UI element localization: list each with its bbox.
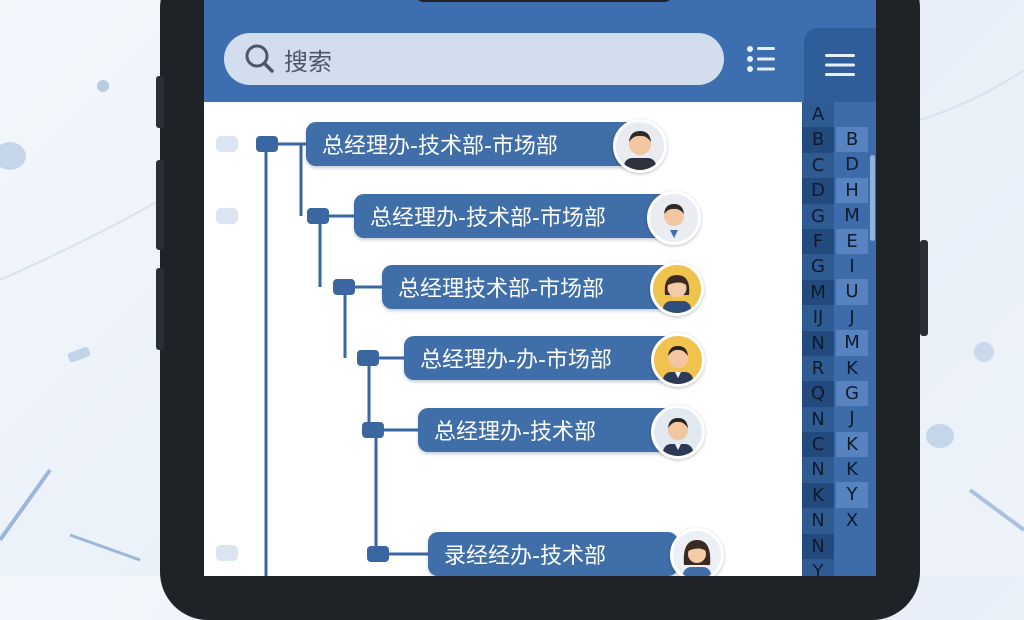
male-dark-hair-avatar: [613, 119, 667, 173]
index-letter[interactable]: IJ: [812, 307, 824, 329]
phone-power-button: [920, 240, 928, 336]
index-letter[interactable]: N: [802, 533, 834, 560]
index-letter[interactable]: Q: [802, 381, 834, 407]
node-label: 录经经办-技术部: [444, 544, 606, 569]
node-label: 总经理办-办-市场部: [420, 348, 612, 373]
node-label: 总经理技术部-市场部: [398, 277, 604, 302]
search-icon: [245, 44, 274, 73]
female-long-hair-avatar: [670, 528, 724, 576]
index-letter[interactable]: C: [802, 432, 834, 458]
tree-node[interactable]: 总经理办-技术部-市场部: [354, 194, 670, 238]
phone-side-button: [156, 76, 164, 128]
index-letter[interactable]: U: [836, 279, 868, 305]
tree-connectors: [256, 136, 430, 576]
index-letter[interactable]: N: [811, 510, 825, 532]
phone-side-button: [156, 268, 164, 350]
index-letter[interactable]: N: [802, 330, 834, 356]
index-letter[interactable]: Y: [836, 482, 868, 508]
search-placeholder: 搜索: [284, 47, 332, 76]
index-letter[interactable]: D: [845, 154, 859, 176]
org-tree: 总经理办-技术部-市场部 总经理办-技术部-市场部 总经理技术部-市场部: [204, 102, 802, 576]
row-marker: [216, 545, 238, 561]
index-letter[interactable]: N: [811, 408, 825, 430]
tree-node[interactable]: 总经理技术部-市场部: [382, 265, 674, 309]
index-letter[interactable]: X: [845, 509, 859, 531]
tree-node[interactable]: 总经理办-技术部-市场部: [306, 122, 636, 166]
index-letter[interactable]: A: [811, 104, 825, 125]
node-label: 总经理办-技术部-市场部: [322, 134, 558, 159]
index-letter[interactable]: B: [836, 127, 868, 153]
index-letter[interactable]: B: [802, 127, 834, 153]
index-letter[interactable]: J: [849, 306, 855, 328]
index-letter[interactable]: M: [802, 279, 834, 306]
index-letter[interactable]: Y: [812, 561, 824, 576]
tree-node[interactable]: 总经理办-技术部: [418, 408, 674, 452]
index-letter[interactable]: M: [836, 330, 868, 356]
index-letter[interactable]: R: [811, 357, 825, 379]
header-bar: 搜索: [204, 0, 876, 102]
index-letter[interactable]: M: [844, 205, 860, 227]
index-letter[interactable]: K: [802, 482, 834, 509]
app-screen: 搜索: [204, 0, 876, 576]
index-letter[interactable]: G: [811, 256, 825, 278]
node-label: 总经理办-技术部: [434, 420, 596, 445]
background-decoration: [0, 69, 1024, 562]
hamburger-menu-icon: [825, 54, 855, 76]
index-letter[interactable]: K: [846, 357, 858, 379]
row-marker: [216, 208, 238, 224]
index-letter[interactable]: K: [846, 459, 858, 481]
index-letter[interactable]: N: [811, 459, 825, 481]
index-letter[interactable]: K: [836, 431, 868, 458]
menu-button[interactable]: [804, 28, 876, 102]
node-label: 总经理办-技术部-市场部: [370, 206, 606, 231]
index-letter[interactable]: F: [802, 228, 834, 255]
index-letter[interactable]: C: [811, 154, 825, 176]
search-input[interactable]: 搜索: [224, 33, 724, 85]
list-icon[interactable]: [744, 42, 778, 76]
phone-side-button: [156, 160, 164, 250]
female-avatar: [650, 262, 704, 316]
index-letter[interactable]: E: [836, 228, 868, 254]
index-letter[interactable]: H: [836, 177, 868, 204]
tree-node[interactable]: 录经经办-技术部: [428, 532, 678, 576]
index-letter[interactable]: G: [811, 205, 825, 227]
row-marker: [216, 136, 238, 152]
index-letter[interactable]: D: [802, 178, 834, 204]
tree-node[interactable]: 总经理办-办-市场部: [404, 336, 676, 380]
index-letter[interactable]: I: [849, 255, 855, 277]
male-glasses-avatar: [647, 191, 701, 245]
index-letter[interactable]: G: [836, 380, 868, 407]
male-suit-avatar: [651, 333, 705, 387]
scrollbar-thumb[interactable]: [870, 155, 875, 241]
phone-notch: [414, 0, 674, 2]
index-letter[interactable]: J: [849, 408, 855, 430]
male-suit-avatar: [651, 405, 705, 459]
